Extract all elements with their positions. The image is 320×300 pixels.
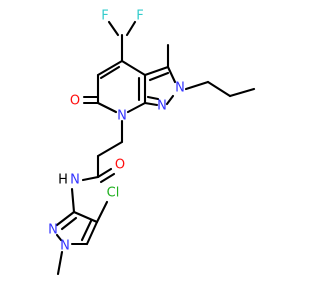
atom-label-oxygen: O bbox=[70, 94, 80, 109]
atom-label-fluorine: F bbox=[136, 9, 143, 24]
bond-ch2-ch2 bbox=[96, 140, 124, 158]
bond-c6-n7 bbox=[96, 101, 118, 114]
bond-c4-c5-double bbox=[99, 65, 121, 80]
bond-c4p-c5p-double bbox=[80, 219, 93, 242]
bond-c4-c5 bbox=[96, 59, 124, 77]
bond-c3a-c4 bbox=[120, 59, 147, 77]
bond-propyl-2-3 bbox=[228, 87, 256, 98]
bond-f-left bbox=[107, 20, 120, 37]
atom-label-nitrogen: N bbox=[60, 239, 70, 254]
bond-lines bbox=[55, 20, 256, 276]
bond-n1p-methyl bbox=[56, 250, 64, 276]
bond-n7-c7a bbox=[126, 101, 147, 114]
bond-n2-propyl-1 bbox=[184, 80, 210, 91]
atom-label-fluorine: F bbox=[101, 9, 108, 24]
bond-carbonyl-nh bbox=[81, 175, 100, 182]
bond-c4p-c5p bbox=[85, 220, 99, 246]
atom-label-oxygen: O bbox=[115, 158, 125, 173]
atom-label-nitrogen: N bbox=[157, 99, 167, 114]
bond-f-right bbox=[125, 20, 137, 37]
atom-label-nitrogen: N bbox=[48, 223, 58, 238]
atom-labels: F F O N N N O N H Cl N N bbox=[48, 9, 185, 254]
bond-c4p-cl bbox=[95, 200, 109, 224]
bond-c3a-c3 bbox=[143, 65, 170, 77]
bond-n1-c7a-double bbox=[146, 95, 160, 101]
bond-c3-n2 bbox=[166, 65, 177, 84]
bond-propyl-1-2 bbox=[206, 80, 232, 98]
bond-n2-n1 bbox=[165, 94, 175, 106]
atom-label-nitrogen: N bbox=[175, 81, 185, 96]
atom-label-nitrogen: N bbox=[117, 109, 127, 124]
bond-n1p-n2p bbox=[55, 233, 63, 242]
bond-n2p-c3p-double bbox=[60, 216, 78, 231]
atom-label-chlorine: Cl bbox=[107, 186, 120, 201]
bond-n1-c7a bbox=[143, 101, 159, 107]
bond-nh-c3p bbox=[70, 187, 76, 214]
bond-c3-c3a-double bbox=[148, 71, 170, 82]
bond-n2p-c3p bbox=[55, 210, 76, 227]
atom-label-nitrogen: N bbox=[70, 173, 80, 188]
atom-label-hydrogen: H bbox=[58, 173, 68, 188]
bond-carbonyl-o bbox=[96, 167, 113, 179]
chemical-structure-diagram: F F O N N N O N H Cl N N bbox=[48, 9, 256, 276]
bond-c3p-c4p bbox=[72, 210, 99, 224]
bond-carbonyl-o-double bbox=[99, 172, 116, 184]
